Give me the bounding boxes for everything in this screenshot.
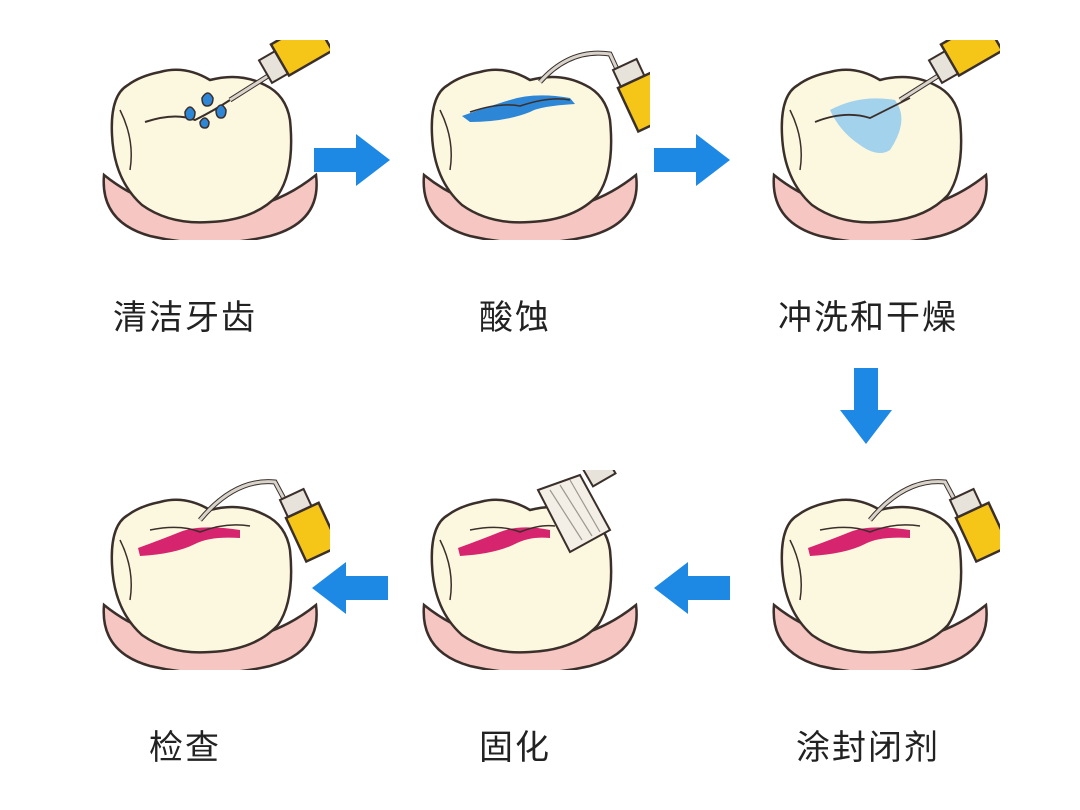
brush-tool (536, 470, 617, 554)
inspect-illustration (102, 479, 330, 670)
step-apply-sealant (760, 470, 1000, 670)
tooth (780, 498, 963, 654)
tooth-groove (119, 109, 132, 171)
arrow-right-icon (654, 134, 730, 186)
tooth-groove (789, 539, 802, 601)
tooth (110, 68, 293, 224)
arrow-left-2 (652, 560, 732, 620)
step-acid-etch (410, 40, 650, 240)
tooth (430, 68, 613, 224)
step-label-rinse-dry: 冲洗和干燥 (778, 298, 958, 338)
step-cure (410, 470, 650, 670)
dispenser-tool (898, 40, 1000, 103)
sealant (138, 527, 240, 556)
tooth (110, 498, 293, 654)
arrow-right-2 (652, 132, 732, 192)
step-label-clean-teeth: 清洁牙齿 (113, 298, 257, 338)
apply-sealant-illustration (772, 479, 1000, 670)
acid-etch-illustration (422, 50, 650, 240)
arrow-down (838, 366, 894, 450)
dispenser-tool (228, 40, 330, 103)
tooth-groove (789, 109, 802, 171)
tooth-groove (439, 109, 452, 171)
step-label-acid-etch: 酸蚀 (479, 298, 551, 338)
rinse-dry-illustration (772, 40, 1000, 240)
tooth-groove (469, 98, 571, 113)
arrow-left-icon (312, 562, 388, 614)
acid-gel (462, 95, 575, 122)
tooth-groove (814, 97, 911, 123)
arrow-left-icon (654, 562, 730, 614)
step-label-cure: 固化 (479, 728, 551, 768)
water-drops (184, 92, 227, 129)
sealant (808, 527, 910, 556)
syringe-tool (198, 479, 330, 564)
sealant (458, 527, 550, 556)
step-inspect (90, 470, 330, 670)
step-clean-teeth (90, 40, 330, 240)
tooth-groove (439, 539, 452, 601)
tooth-groove (149, 524, 251, 533)
tooth-groove (819, 524, 921, 533)
arrow-left-1 (310, 560, 390, 620)
brush-bristles (536, 473, 612, 554)
arrow-down-icon (840, 368, 892, 444)
syringe-tool (868, 479, 1000, 564)
syringe-tool (538, 50, 650, 134)
arrow-right-icon (314, 134, 390, 186)
tooth-groove (119, 539, 132, 601)
step-label-apply-sealant: 涂封闭剂 (796, 728, 940, 768)
tooth-groove (469, 524, 556, 533)
step-label-inspect: 检查 (149, 728, 221, 768)
cure-illustration (422, 470, 638, 670)
clean-teeth-illustration (102, 40, 330, 240)
step-rinse-dry (760, 40, 1000, 240)
arrow-right-1 (312, 132, 392, 192)
